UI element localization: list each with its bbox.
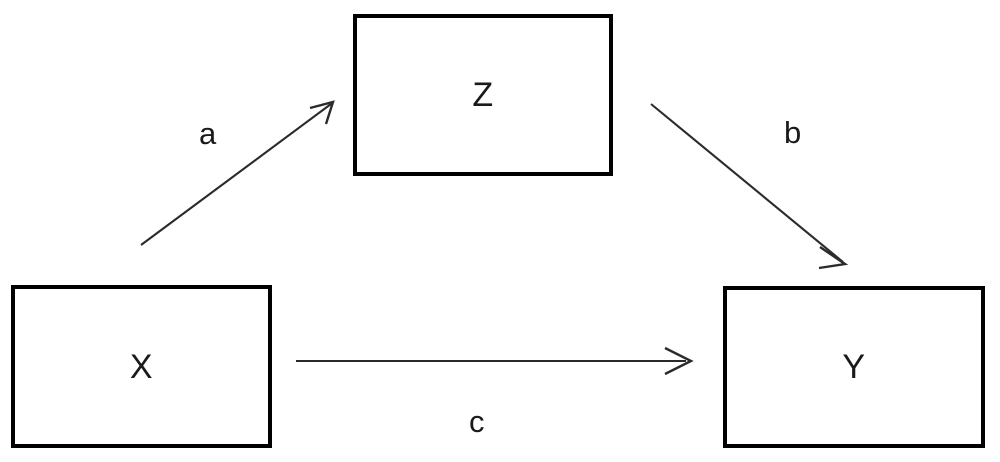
edge-b xyxy=(650,103,849,270)
edge-label-c: c xyxy=(469,404,485,439)
edge-a xyxy=(140,100,335,246)
node-box-x[interactable]: X xyxy=(11,285,272,448)
node-label-y: Y xyxy=(842,348,866,386)
node-box-z[interactable]: Z xyxy=(353,14,613,176)
edge-label-a: a xyxy=(199,116,217,151)
node-label-x: X xyxy=(129,347,154,386)
edge-c-arrowhead xyxy=(664,346,694,376)
edge-b-arrowhead xyxy=(818,246,849,270)
edge-a-line xyxy=(140,103,332,246)
node-label-z: Z xyxy=(472,76,494,114)
edge-c xyxy=(296,346,694,376)
edge-b-line xyxy=(650,103,844,263)
node-box-y[interactable]: Y xyxy=(723,286,985,448)
edge-a-arrowhead xyxy=(309,100,335,125)
edge-label-b: b xyxy=(784,115,802,150)
